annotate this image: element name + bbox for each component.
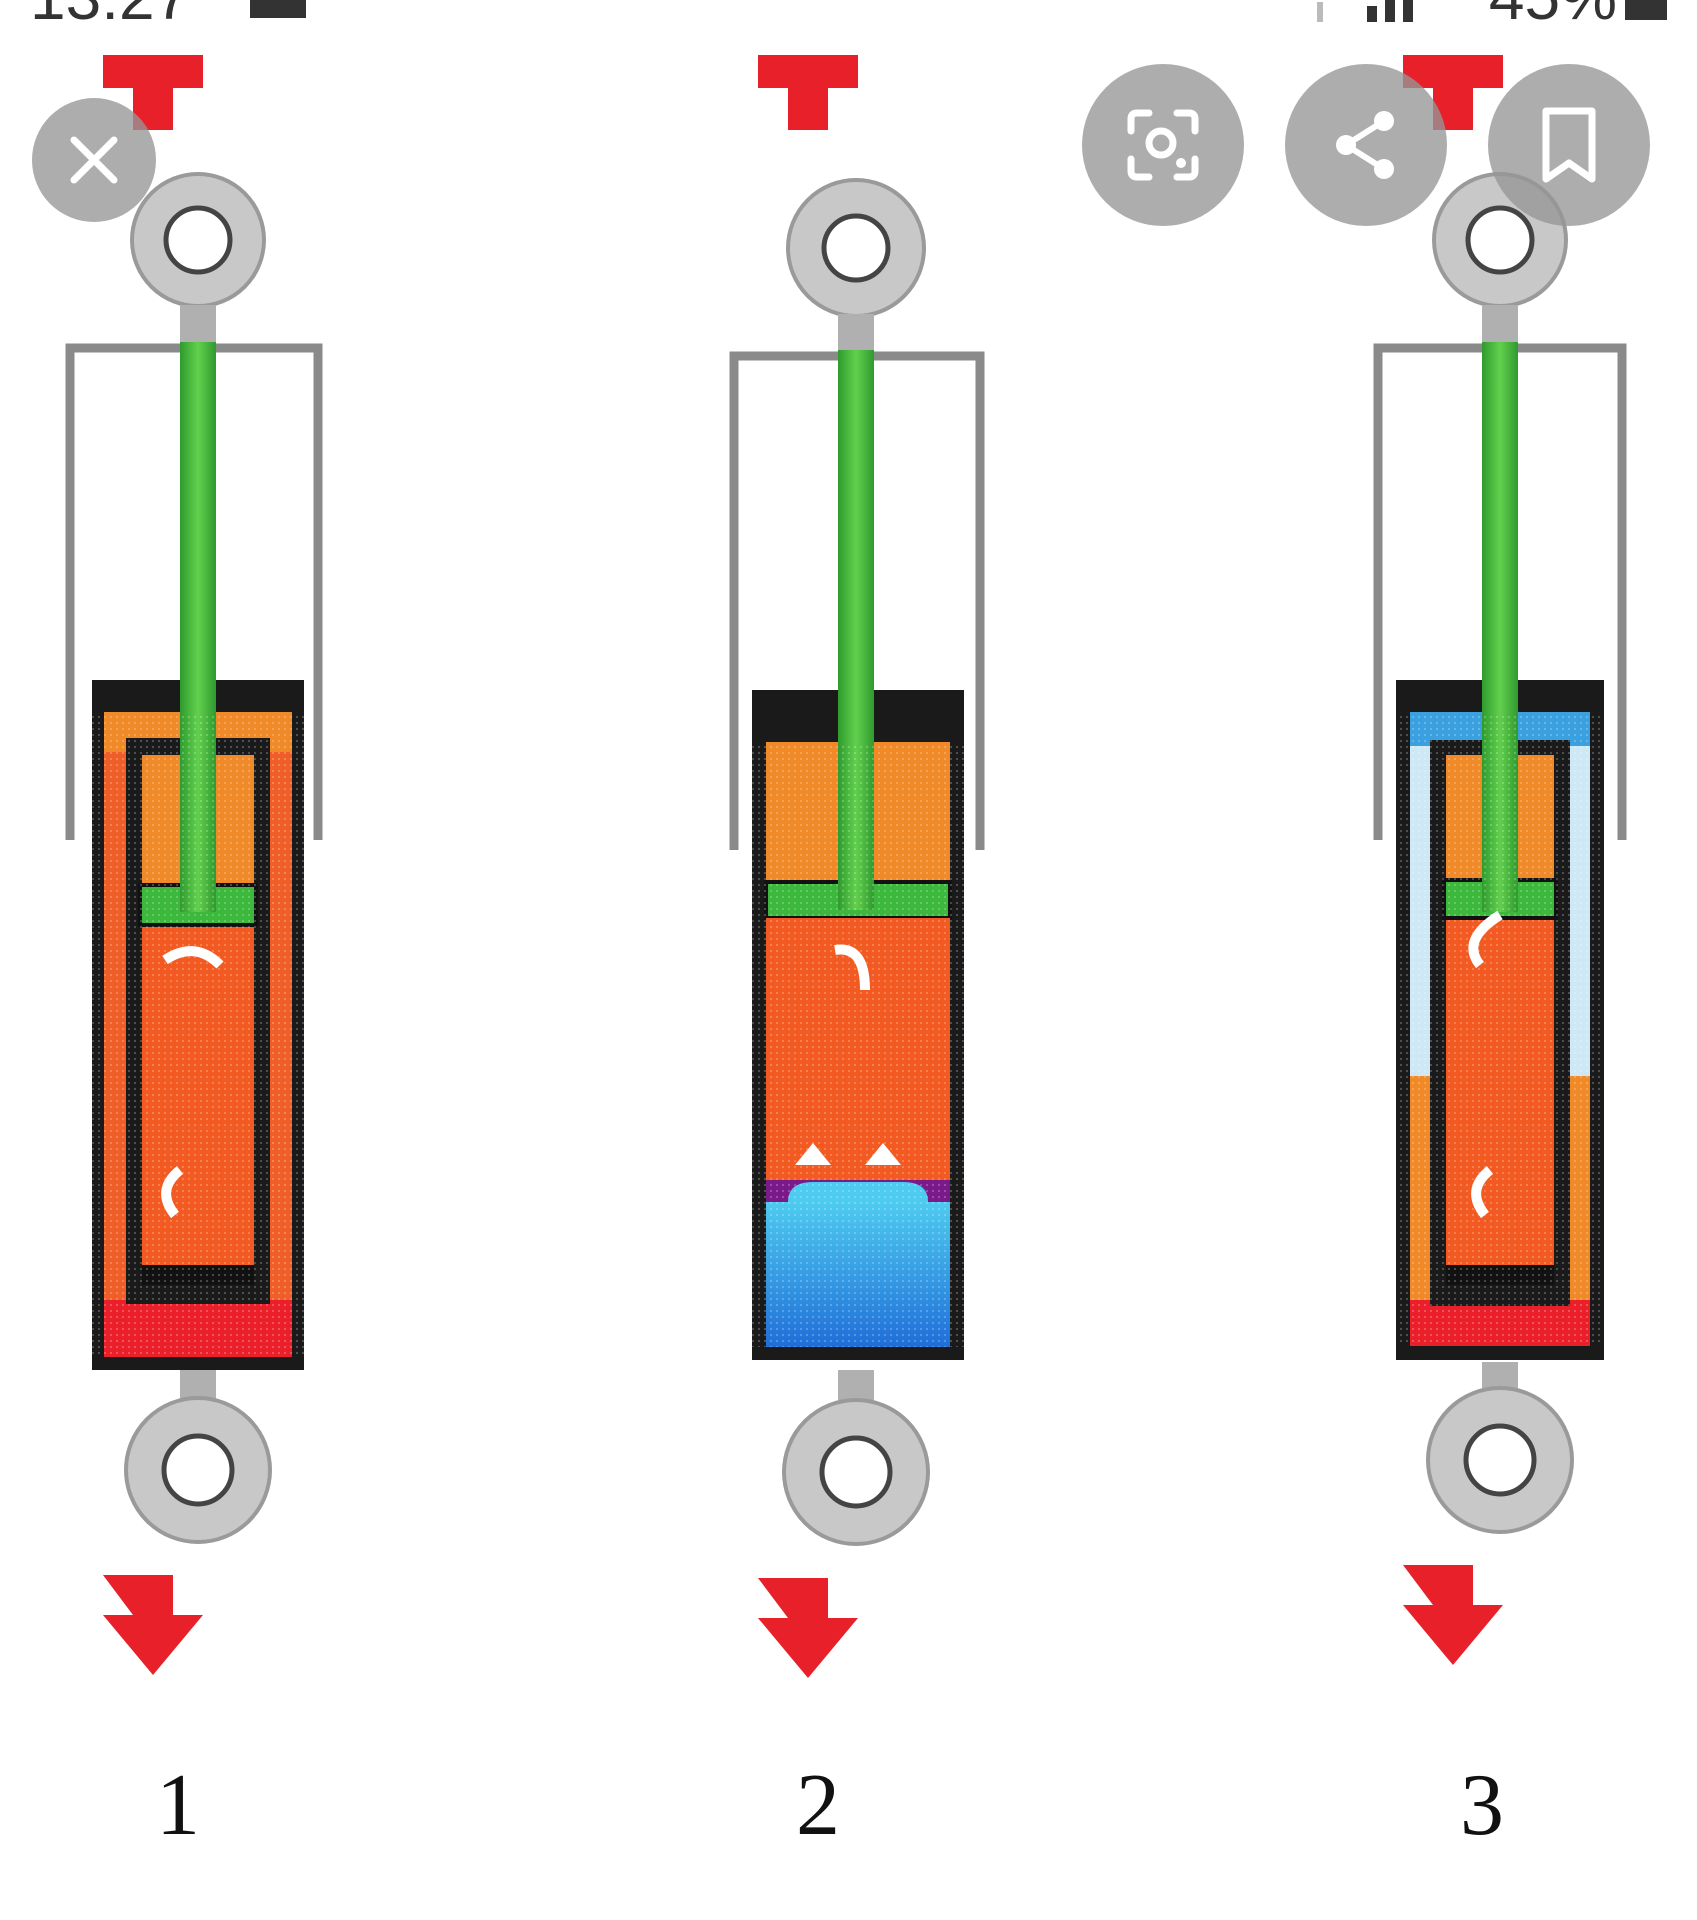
save-button[interactable] (1488, 64, 1650, 226)
share-icon (1336, 111, 1394, 179)
figure-label-1: 1 (156, 1757, 200, 1854)
pull-down-arrow-3 (1403, 1565, 1503, 1665)
figure-label-2: 2 (796, 1757, 840, 1854)
battery-icon (1625, 0, 1667, 20)
pull-down-arrow-1 (103, 1575, 203, 1675)
battery-level: 45% (1489, 0, 1617, 30)
status-bar: 13:27 45% (0, 0, 1697, 30)
close-icon (70, 136, 118, 184)
absorber-2 (729, 55, 985, 1678)
gallery-icon (250, 0, 306, 18)
pull-up-arrow-1 (103, 55, 203, 130)
absorber-1 (65, 55, 323, 1675)
lens-search-button[interactable] (1082, 64, 1244, 226)
status-time: 13:27 (30, 0, 190, 30)
pull-down-arrow-2 (758, 1578, 858, 1678)
close-button[interactable] (32, 98, 156, 222)
share-button[interactable] (1285, 64, 1447, 226)
pull-up-arrow-3 (1403, 55, 1503, 130)
pull-up-arrow-2 (758, 55, 858, 130)
signal-icon (1317, 0, 1413, 22)
figure-label-3: 3 (1460, 1757, 1504, 1854)
absorber-3 (1373, 55, 1627, 1665)
bookmark-icon (1542, 107, 1596, 183)
lens-icon (1127, 109, 1199, 181)
